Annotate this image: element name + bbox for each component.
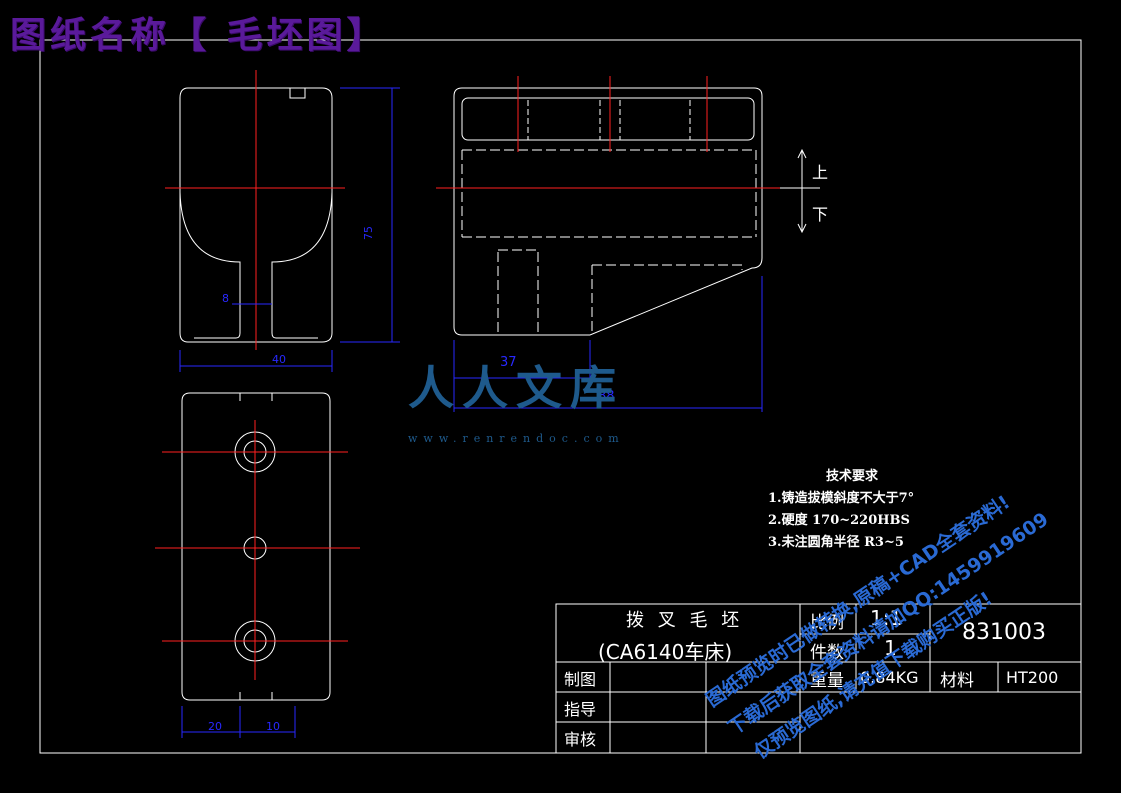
scale-label: 比例 [810,613,844,633]
scale-value: 1:1 [870,606,903,630]
dimension-lines [179,87,763,738]
watermark-logo: 人人文库 [408,361,624,415]
dim-10: 10 [266,720,280,733]
qty-label: 件数 [810,643,844,663]
top-view [181,392,331,701]
tech-requirements: 技术要求 1.铸造拔模斜度不大于7° 2.硬度 170~220HBS 3.未注圆… [768,466,914,554]
guide-label: 指导 [564,700,597,719]
dim-height: 75 [362,226,375,240]
tech-item: 2.硬度 170~220HBS [768,513,910,528]
drawing-title: 图纸名称【 毛坯图】 [10,14,387,56]
drawing-number: 831003 [962,620,1046,645]
review-label: 审核 [564,730,597,749]
centerlines [155,70,780,680]
material-value: HT200 [1006,668,1059,687]
tech-item: 3.未注圆角半径 R3~5 [768,535,904,550]
front-view [453,87,763,336]
dim-37: 37 [500,355,517,370]
machine-name: (CA6140车床) [598,640,733,664]
weight-value: 0.84KG [860,668,919,687]
tech-item: 1.铸造拔模斜度不大于7° [768,491,915,506]
weight-label: 重量 [810,671,844,691]
material-label: 材料 [940,671,974,691]
title-block [555,603,1082,754]
part-name: 拨 叉 毛 坯 [626,610,744,631]
label-down: 下 [812,205,828,224]
tech-heading: 技术要求 [826,469,879,484]
dim-20: 20 [208,720,222,733]
label-up: 上 [812,163,828,182]
watermark-url: www.renrendoc.com [408,432,625,445]
dim-88: 88 [598,389,615,404]
dim-slot: 8 [222,292,229,305]
qty-value: 1 [884,636,897,660]
dim-width: 40 [272,353,286,366]
drawn-label: 制图 [564,670,597,689]
side-view [179,87,333,343]
